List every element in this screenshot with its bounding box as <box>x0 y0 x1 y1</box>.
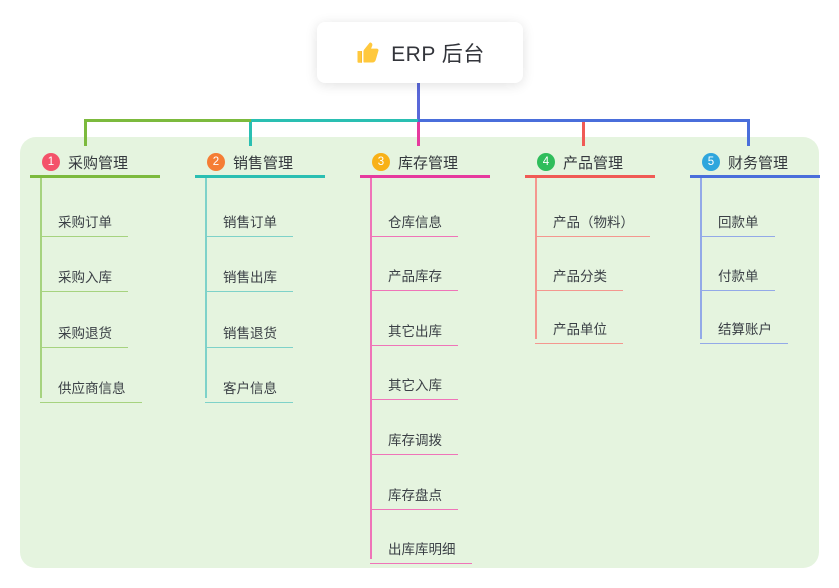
branch-connector-drop <box>582 119 585 146</box>
tree-node[interactable]: 回款单 <box>700 201 775 237</box>
branches-background-panel <box>20 137 819 568</box>
branch-trunk-line <box>40 178 42 398</box>
tree-node[interactable]: 采购退货 <box>40 312 128 348</box>
branch-label: 产品管理 <box>563 154 624 172</box>
tree-node[interactable]: 库存盘点 <box>370 474 458 510</box>
tree-node[interactable]: 其它出库 <box>370 310 458 346</box>
branch-number-badge: 3 <box>372 153 390 171</box>
branch-label: 库存管理 <box>398 154 459 172</box>
branch-number-badge: 5 <box>702 153 720 171</box>
tree-node[interactable]: 销售出库 <box>205 256 293 292</box>
tree-node[interactable]: 付款单 <box>700 255 775 291</box>
tree-node[interactable]: 销售订单 <box>205 201 293 237</box>
top-connector-bar <box>251 119 418 122</box>
branch-trunk-line <box>535 178 537 339</box>
root-connector-line <box>417 83 420 119</box>
branch-connector-drop <box>249 119 252 146</box>
branch-trunk-line <box>700 178 702 339</box>
tree-node[interactable]: 仓库信息 <box>370 201 458 237</box>
branch-label: 采购管理 <box>68 154 129 172</box>
branch-header-3[interactable]: 3 库存管理 <box>360 149 490 178</box>
branch-header-2[interactable]: 2 销售管理 <box>195 149 325 178</box>
root-node-label: ERP 后台 <box>391 42 485 66</box>
branch-label: 财务管理 <box>728 154 789 172</box>
branch-connector-drop <box>84 119 87 146</box>
tree-node[interactable]: 产品（物料） <box>535 201 650 237</box>
branch-trunk-line <box>370 178 372 559</box>
tree-node[interactable]: 供应商信息 <box>40 367 142 403</box>
branch-number-badge: 2 <box>207 153 225 171</box>
branch-connector-drop <box>417 119 420 146</box>
tree-node[interactable]: 其它入库 <box>370 364 458 400</box>
tree-node[interactable]: 结算账户 <box>700 308 788 344</box>
root-node[interactable]: ERP 后台 <box>317 22 523 83</box>
top-connector-bar <box>84 119 251 122</box>
tree-node[interactable]: 产品库存 <box>370 255 458 291</box>
tree-node[interactable]: 库存调拨 <box>370 419 458 455</box>
tree-node[interactable]: 产品分类 <box>535 255 623 291</box>
branch-number-badge: 1 <box>42 153 60 171</box>
branch-header-5[interactable]: 5 财务管理 <box>690 149 820 178</box>
branch-header-4[interactable]: 4 产品管理 <box>525 149 655 178</box>
branch-label: 销售管理 <box>233 154 294 172</box>
tree-node[interactable]: 采购订单 <box>40 201 128 237</box>
branch-number-badge: 4 <box>537 153 555 171</box>
branch-header-1[interactable]: 1 采购管理 <box>30 149 160 178</box>
tree-node[interactable]: 客户信息 <box>205 367 293 403</box>
tree-node[interactable]: 销售退货 <box>205 312 293 348</box>
branch-connector-drop <box>747 119 750 146</box>
thumbs-up-icon <box>355 40 381 66</box>
tree-node[interactable]: 出库库明细 <box>370 528 472 564</box>
branch-trunk-line <box>205 178 207 398</box>
top-connector-bar <box>418 119 750 122</box>
tree-node[interactable]: 产品单位 <box>535 308 623 344</box>
tree-node[interactable]: 采购入库 <box>40 256 128 292</box>
